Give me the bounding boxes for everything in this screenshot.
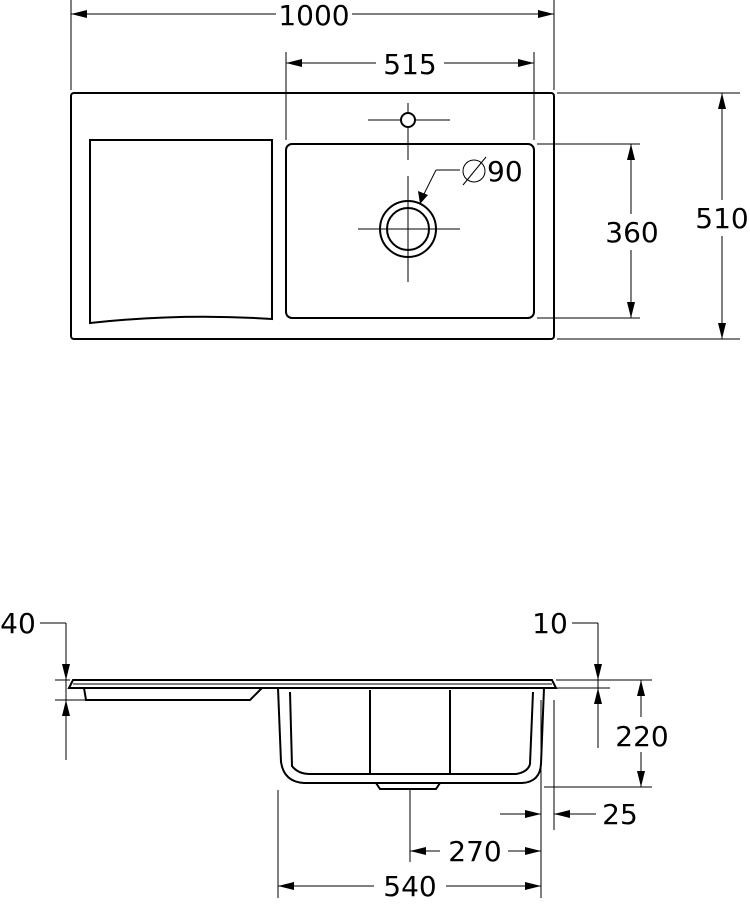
bowl-section [277,687,545,784]
overall-width-label: 1000 [278,0,349,32]
dim-overall-width: 1000 [70,0,555,90]
drain-diameter-callout: 90 [418,155,523,204]
bowl-outline [285,143,535,319]
sink-outline [70,92,555,340]
dim-bowl-depth: 360 [537,143,659,319]
drain-hole [358,176,460,282]
bowl-depth-section-label: 220 [615,720,668,753]
dim-bowl-depth-section: 220 [544,680,669,788]
dim-drainer-offset: 40 [0,607,86,760]
bowl-depth-label: 360 [605,216,658,249]
bowl-width-label: 515 [383,48,436,81]
dim-bowl-width: 515 [285,48,535,140]
dim-bowl-width-section: 540 [277,790,542,903]
drain-outlet [375,782,441,790]
drain-center-label: 270 [448,835,501,868]
drainer-offset-label: 40 [0,607,36,640]
overall-depth-label: 510 [695,202,748,235]
tap-hole [368,103,450,160]
drainer-groove [82,687,265,701]
plan-view: 90 1000 515 [70,0,749,340]
bowl-inner-wall [289,691,534,775]
dim-rim-offset: 10 [532,607,652,748]
section-view: 40 10 220 [0,607,669,903]
diameter-symbol [462,156,487,186]
edge-offset-label: 25 [602,798,638,831]
drainer-board [89,139,273,325]
rim-offset-label: 10 [532,607,568,640]
dim-overall-depth: 510 [557,92,749,340]
dim-edge-offset: 25 [500,700,638,831]
bowl-width-section-label: 540 [383,870,436,900]
drain-diameter-label: 90 [487,155,523,188]
sink-deck [67,679,558,689]
dim-drain-center: 270 [409,790,541,868]
